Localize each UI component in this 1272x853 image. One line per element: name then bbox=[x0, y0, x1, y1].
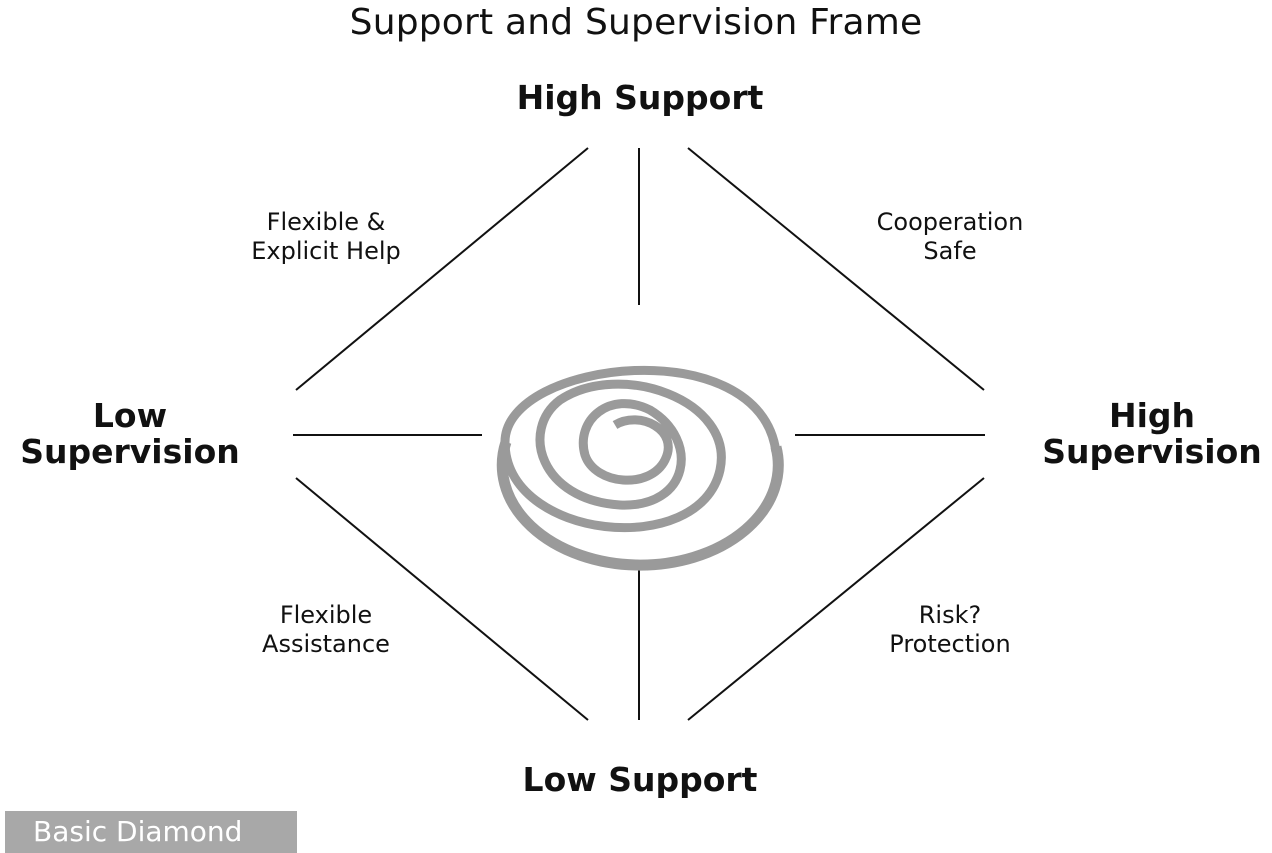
quadrant-top-right: Cooperation Safe bbox=[830, 208, 1070, 266]
edge-top-right bbox=[687, 147, 985, 391]
pole-low-supervision-line1: Low bbox=[92, 396, 168, 435]
quadrant-bottom-left-line1: Flexible bbox=[279, 601, 373, 629]
quadrant-bottom-left-line2: Assistance bbox=[262, 630, 390, 658]
pole-high-supervision-line2: Supervision bbox=[1042, 432, 1262, 471]
pole-high-supervision-line1: High bbox=[1108, 396, 1196, 435]
quadrant-top-left: Flexible & Explicit Help bbox=[206, 208, 446, 266]
quadrant-top-right-line1: Cooperation bbox=[876, 208, 1024, 236]
quadrant-top-left-line1: Flexible & bbox=[266, 208, 386, 236]
pole-low-supervision-line2: Supervision bbox=[20, 432, 240, 471]
basic-diamond-tag: Basic Diamond bbox=[5, 811, 297, 853]
quadrant-bottom-right-line1: Risk? bbox=[918, 601, 982, 629]
quadrant-bottom-left: Flexible Assistance bbox=[206, 601, 446, 659]
spiral-icon bbox=[496, 365, 784, 571]
quadrant-bottom-right: Risk? Protection bbox=[830, 601, 1070, 659]
pole-low-support: Low Support bbox=[522, 760, 758, 799]
page-title: Support and Supervision Frame bbox=[349, 2, 923, 43]
quadrant-top-left-line2: Explicit Help bbox=[251, 237, 401, 265]
edge-bottom-right bbox=[687, 477, 985, 721]
quadrant-bottom-right-line2: Protection bbox=[889, 630, 1011, 658]
quadrant-top-right-line2: Safe bbox=[923, 237, 977, 265]
pole-high-supervision: High Supervision bbox=[1032, 398, 1272, 470]
pole-low-supervision: Low Supervision bbox=[0, 398, 260, 470]
pole-high-support: High Support bbox=[516, 78, 764, 117]
edge-top-left bbox=[295, 147, 589, 391]
edge-bottom-left bbox=[295, 477, 589, 721]
